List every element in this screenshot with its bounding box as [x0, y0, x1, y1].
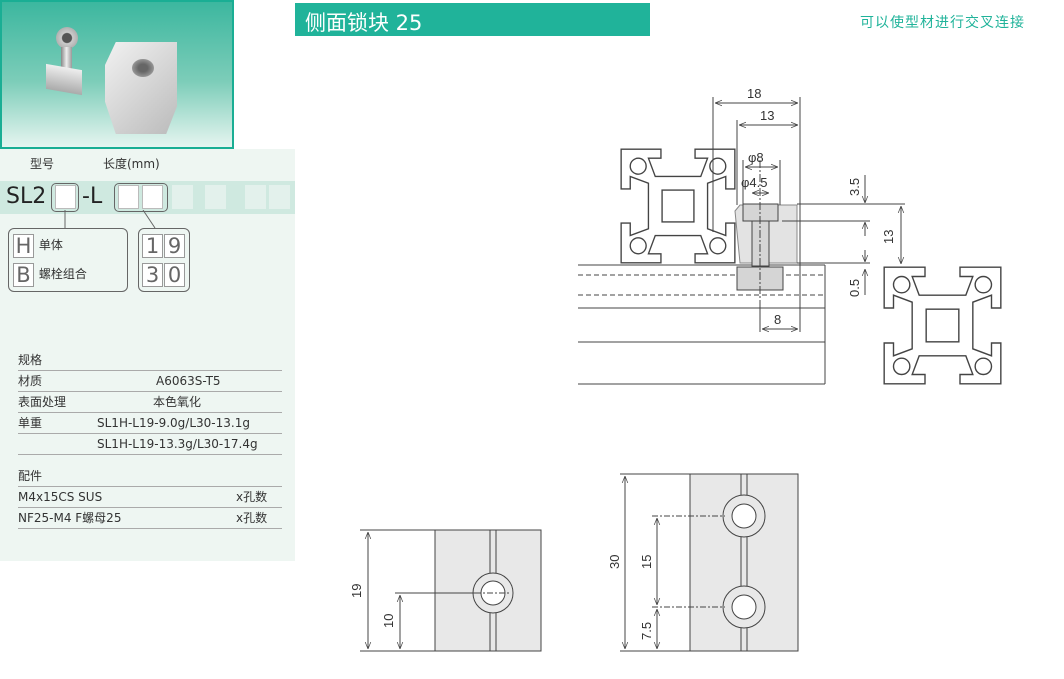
spec-key: 材质: [18, 374, 43, 388]
accessories-heading: 配件: [18, 466, 282, 487]
accessories-heading-text: 配件: [18, 469, 43, 483]
spec-value: SL1H-L19-13.3g/L30-17.4g: [97, 437, 258, 451]
accessory-name: M4x15CS SUS: [18, 490, 103, 504]
type-option-b: B 螺栓组合: [13, 262, 87, 288]
option-label: 单体: [38, 238, 63, 252]
type-option-h: H 单体: [13, 233, 63, 259]
length-label: 长度(mm): [103, 157, 160, 171]
spec-key: 表面处理: [18, 395, 67, 409]
dim-7-5: 7.5: [639, 622, 654, 640]
profile-section-right: [883, 266, 1002, 385]
spec-panel: [0, 149, 295, 561]
code-prefix: SL2: [6, 184, 47, 209]
length-slot-2: [142, 185, 163, 209]
large-block-view: [620, 473, 799, 652]
option-slot-faded: [269, 185, 290, 209]
spec-row: 材质 A6063S-T5: [18, 371, 282, 392]
order-code-band: SL2 -L: [0, 181, 295, 214]
connector-lines: [64, 210, 156, 229]
length-slot-frame: [114, 183, 168, 212]
spec-value: 本色氧化: [153, 395, 202, 409]
spec-row: 单重 SL1H-L19-9.0g/L30-13.1g: [18, 413, 282, 434]
accessory-name: NF25-M4 F螺母25: [18, 511, 122, 525]
spec-heading-text: 规格: [18, 353, 43, 367]
digit: 0: [164, 262, 185, 287]
model-label: 型号: [30, 157, 55, 171]
assembly-view: [578, 97, 1002, 385]
dim-18: 18: [747, 86, 761, 101]
dim-10: 10: [381, 614, 396, 628]
length-slot-1: [118, 185, 139, 209]
dim-13-vertical: 13: [881, 230, 896, 244]
digit: 1: [142, 233, 163, 258]
bolt-head: [56, 27, 78, 49]
option-code: B: [13, 262, 34, 287]
lock-block: [105, 42, 177, 134]
option-code: H: [13, 233, 34, 258]
option-slot-faded: [172, 185, 193, 209]
accessory-row: M4x15CS SUS x孔数: [18, 487, 282, 508]
dim-19: 19: [349, 584, 364, 598]
type-options-box: H 单体 B 螺栓组合: [8, 228, 128, 292]
profile-section-top: [620, 148, 736, 264]
spec-row: 表面处理 本色氧化: [18, 392, 282, 413]
code-separator: -L: [82, 184, 103, 209]
page-title: 侧面锁块 25: [295, 3, 650, 36]
option-slot-faded: [245, 185, 266, 209]
dim-0-5: 0.5: [847, 279, 862, 297]
lock-block-hole: [132, 59, 154, 77]
dim-phi8: φ8: [748, 150, 764, 165]
accessory-qty: x孔数: [236, 511, 268, 525]
accessory-qty: x孔数: [236, 490, 268, 504]
small-block-view: [360, 529, 542, 652]
spec-key: 单重: [18, 416, 43, 430]
digit: 3: [142, 262, 163, 287]
spec-value: SL1H-L19-9.0g/L30-13.1g: [97, 416, 250, 430]
dim-30: 30: [607, 555, 622, 569]
option-slot-faded: [205, 185, 226, 209]
dim-13: 13: [760, 108, 774, 123]
dim-15: 15: [639, 555, 654, 569]
dim-phi4-5: φ4.5: [741, 175, 768, 190]
product-photo: [0, 0, 234, 149]
type-slot: [55, 185, 76, 209]
spec-row: SL1H-L19-13.3g/L30-17.4g: [18, 434, 282, 455]
accessory-row: NF25-M4 F螺母25 x孔数: [18, 508, 282, 529]
spec-heading: 规格: [18, 350, 282, 371]
dim-8: 8: [774, 312, 781, 327]
digit: 9: [164, 233, 185, 258]
bolt-shank: [61, 47, 72, 82]
option-label: 螺栓组合: [38, 267, 87, 281]
spec-value: A6063S-T5: [156, 374, 221, 388]
page-subtitle: 可以使型材进行交叉连接: [860, 15, 1025, 31]
dim-3-5: 3.5: [847, 178, 862, 196]
